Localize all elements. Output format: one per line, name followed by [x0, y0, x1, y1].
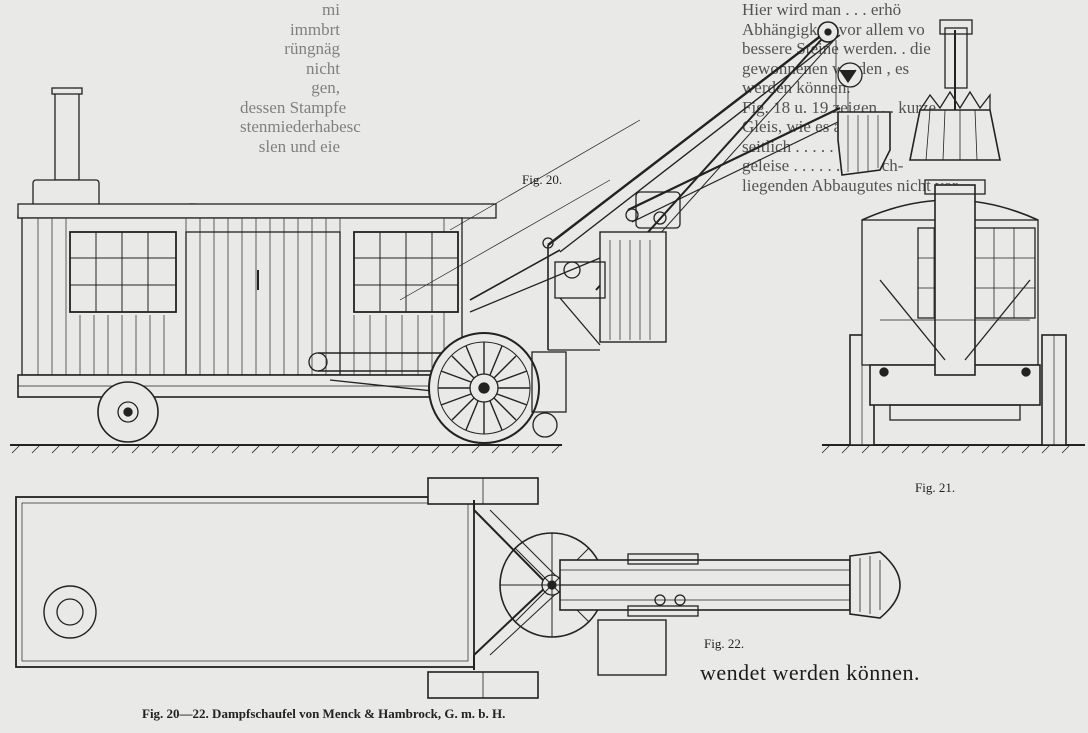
bleed-line: bessere Steine werden. . die	[742, 39, 931, 58]
figure-label-22: Fig. 22.	[704, 636, 745, 651]
bleed-line: werden können.	[742, 78, 851, 97]
figure-label-21: Fig. 21.	[915, 480, 956, 495]
bleed-through-text-left: mi immbrt rüngnäg nicht gen, dessen Stam…	[240, 0, 361, 156]
bleed-line: rüngnäg	[284, 39, 340, 58]
bleed-line: mi	[322, 0, 340, 19]
body-text: wendet werden können.	[700, 660, 921, 685]
figure-caption: Fig. 20—22. Dampfschaufel von Menck & Ha…	[142, 706, 506, 721]
bleed-line: gen,	[311, 78, 340, 97]
bleed-line: immbrt	[289, 19, 340, 39]
bleed-line: seitlich . . . . . . dur	[742, 136, 870, 156]
bleed-line: stenmiederhabesc	[240, 117, 361, 136]
figure-label-20: Fig. 20.	[522, 172, 563, 187]
fig21-front-elevation	[821, 19, 1085, 454]
bleed-line: liegenden Abbaugutes nicht vor.	[742, 175, 962, 195]
fig20-side-elevation	[10, 21, 891, 454]
bleed-line: Hier wird man . . . erhö	[742, 0, 902, 19]
fig22-plan-view	[15, 477, 901, 699]
bleed-line: slen und eie	[258, 136, 340, 156]
bleed-line: dessen Stampfe	[240, 97, 347, 117]
bleed-line: nicht	[306, 58, 340, 78]
